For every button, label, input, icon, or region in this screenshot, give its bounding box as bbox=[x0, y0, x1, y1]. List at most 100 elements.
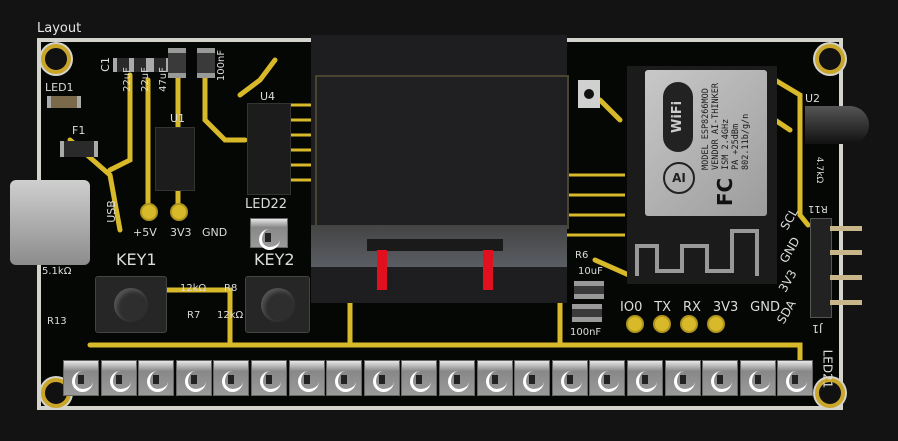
led-17 bbox=[664, 360, 701, 396]
led22-label: LED22 bbox=[245, 197, 288, 212]
led-6 bbox=[251, 360, 287, 396]
pad-3v3 bbox=[707, 315, 725, 333]
cap-10uf-label: 10uF bbox=[578, 266, 603, 277]
r13-value: 5.1kΩ bbox=[42, 266, 72, 277]
esp-pa: PA +25dBm bbox=[731, 123, 741, 170]
led-13 bbox=[514, 360, 551, 396]
led-16 bbox=[627, 360, 663, 396]
led-row bbox=[63, 360, 823, 396]
key1-label: KEY1 bbox=[116, 250, 157, 269]
j1-label: J1 bbox=[812, 322, 823, 335]
pcb-antenna bbox=[635, 229, 759, 276]
fcc-logo: FC bbox=[713, 177, 738, 207]
r13-label: R13 bbox=[47, 316, 67, 327]
r-4k7-label: 4.7kΩ bbox=[814, 156, 825, 184]
header-pin bbox=[830, 226, 862, 231]
led22 bbox=[250, 218, 288, 250]
capacitor-47uf bbox=[168, 48, 186, 78]
ic-u4 bbox=[247, 103, 291, 195]
u2-label: U2 bbox=[805, 92, 821, 105]
led-4 bbox=[175, 360, 212, 396]
led-1 bbox=[63, 360, 99, 396]
pad-io0 bbox=[626, 315, 644, 333]
led1 bbox=[47, 96, 81, 108]
mounting-hole-top-left bbox=[41, 44, 71, 74]
ribbon-edge bbox=[483, 250, 493, 290]
wifi-logo: WiFi bbox=[663, 82, 693, 152]
header-pin bbox=[830, 300, 862, 305]
pin-label-tx: TX bbox=[654, 300, 672, 315]
capacitor-10uf bbox=[197, 48, 215, 78]
label-5v: +5V bbox=[133, 226, 157, 239]
capacitor bbox=[130, 58, 150, 72]
led-12 bbox=[476, 360, 513, 396]
temperature-sensor-u2 bbox=[805, 106, 869, 144]
led-19 bbox=[739, 360, 776, 396]
usb-label: USB bbox=[104, 200, 118, 223]
r8-value: 12kΩ bbox=[217, 310, 244, 321]
reset-button[interactable] bbox=[578, 80, 600, 108]
c-100nf-label: 100nF bbox=[216, 49, 228, 82]
oled-display-module bbox=[311, 35, 569, 303]
usb-c-connector[interactable] bbox=[10, 180, 90, 265]
led-10 bbox=[401, 360, 438, 396]
cap-100nf-label: 100nF bbox=[570, 327, 602, 338]
capacitor-10uf bbox=[574, 281, 604, 299]
header-j1[interactable] bbox=[810, 218, 832, 318]
ai-logo: AI bbox=[663, 162, 695, 194]
led-20 bbox=[777, 360, 814, 396]
esp-standard: 802.11b/g/n bbox=[741, 113, 751, 170]
led1-label: LED1 bbox=[45, 81, 74, 94]
led-11 bbox=[439, 360, 475, 396]
label-3v3: 3V3 bbox=[170, 226, 192, 239]
led21-label: LED21 bbox=[820, 349, 835, 389]
r7-label: R7 bbox=[187, 310, 201, 321]
label-gnd: GND bbox=[202, 226, 228, 239]
voltage-regulator-u1 bbox=[155, 127, 195, 191]
oled-screen bbox=[315, 75, 569, 229]
pad-rx bbox=[680, 315, 698, 333]
pin-label-io0: IO0 bbox=[620, 300, 643, 315]
led-15 bbox=[589, 360, 626, 396]
cap-22uf-label-1: 22uF bbox=[121, 67, 133, 92]
u4-label: U4 bbox=[260, 90, 276, 103]
cap-22uf-label-2: 22uF bbox=[139, 67, 151, 92]
led-2 bbox=[100, 360, 137, 396]
c1-label: C1 bbox=[98, 57, 112, 72]
led-9 bbox=[363, 360, 400, 396]
key2-label: KEY2 bbox=[254, 250, 295, 269]
pad-tx bbox=[653, 315, 671, 333]
led-14 bbox=[551, 360, 588, 396]
esp-pin-labels: IO0 TX RX 3V3 GND bbox=[620, 300, 780, 315]
f1-label: F1 bbox=[72, 124, 86, 137]
pin-label-rx: RX bbox=[682, 300, 701, 315]
pin-label-3v3: 3V3 bbox=[712, 300, 739, 315]
key2-button[interactable] bbox=[245, 276, 310, 333]
esp-vendor: VENDOR AI-THINKER bbox=[711, 83, 721, 170]
r6-label: R6 bbox=[575, 250, 589, 261]
key1-button[interactable] bbox=[95, 276, 167, 333]
pad-3v3 bbox=[170, 203, 188, 221]
led-18 bbox=[702, 360, 739, 396]
capacitor-100nf bbox=[572, 304, 602, 322]
mounting-hole-bottom-right bbox=[815, 378, 845, 408]
ribbon-edge bbox=[377, 250, 387, 290]
led-3 bbox=[138, 360, 175, 396]
u1-label: U1 bbox=[170, 112, 186, 125]
esp-model: MODEL ESP8266MOD bbox=[701, 88, 711, 170]
led-8 bbox=[326, 360, 363, 396]
led-7 bbox=[288, 360, 325, 396]
r11-label: R11 bbox=[808, 203, 828, 214]
layout-title: Layout bbox=[37, 21, 82, 36]
pad-5v bbox=[140, 203, 158, 221]
r7-value: 12kΩ bbox=[180, 283, 207, 294]
esp8266-module: WiFi AI FC MODEL ESP8266MOD VENDOR AI-TH… bbox=[627, 66, 777, 284]
header-pin bbox=[830, 275, 862, 280]
led-5 bbox=[213, 360, 250, 396]
header-pin bbox=[830, 250, 862, 255]
rf-shield: WiFi AI FC MODEL ESP8266MOD VENDOR AI-TH… bbox=[645, 70, 767, 216]
r8-label: R8 bbox=[224, 283, 238, 294]
fuse-f1 bbox=[60, 141, 98, 157]
esp-ism: ISM 2.4GHz bbox=[721, 118, 731, 170]
